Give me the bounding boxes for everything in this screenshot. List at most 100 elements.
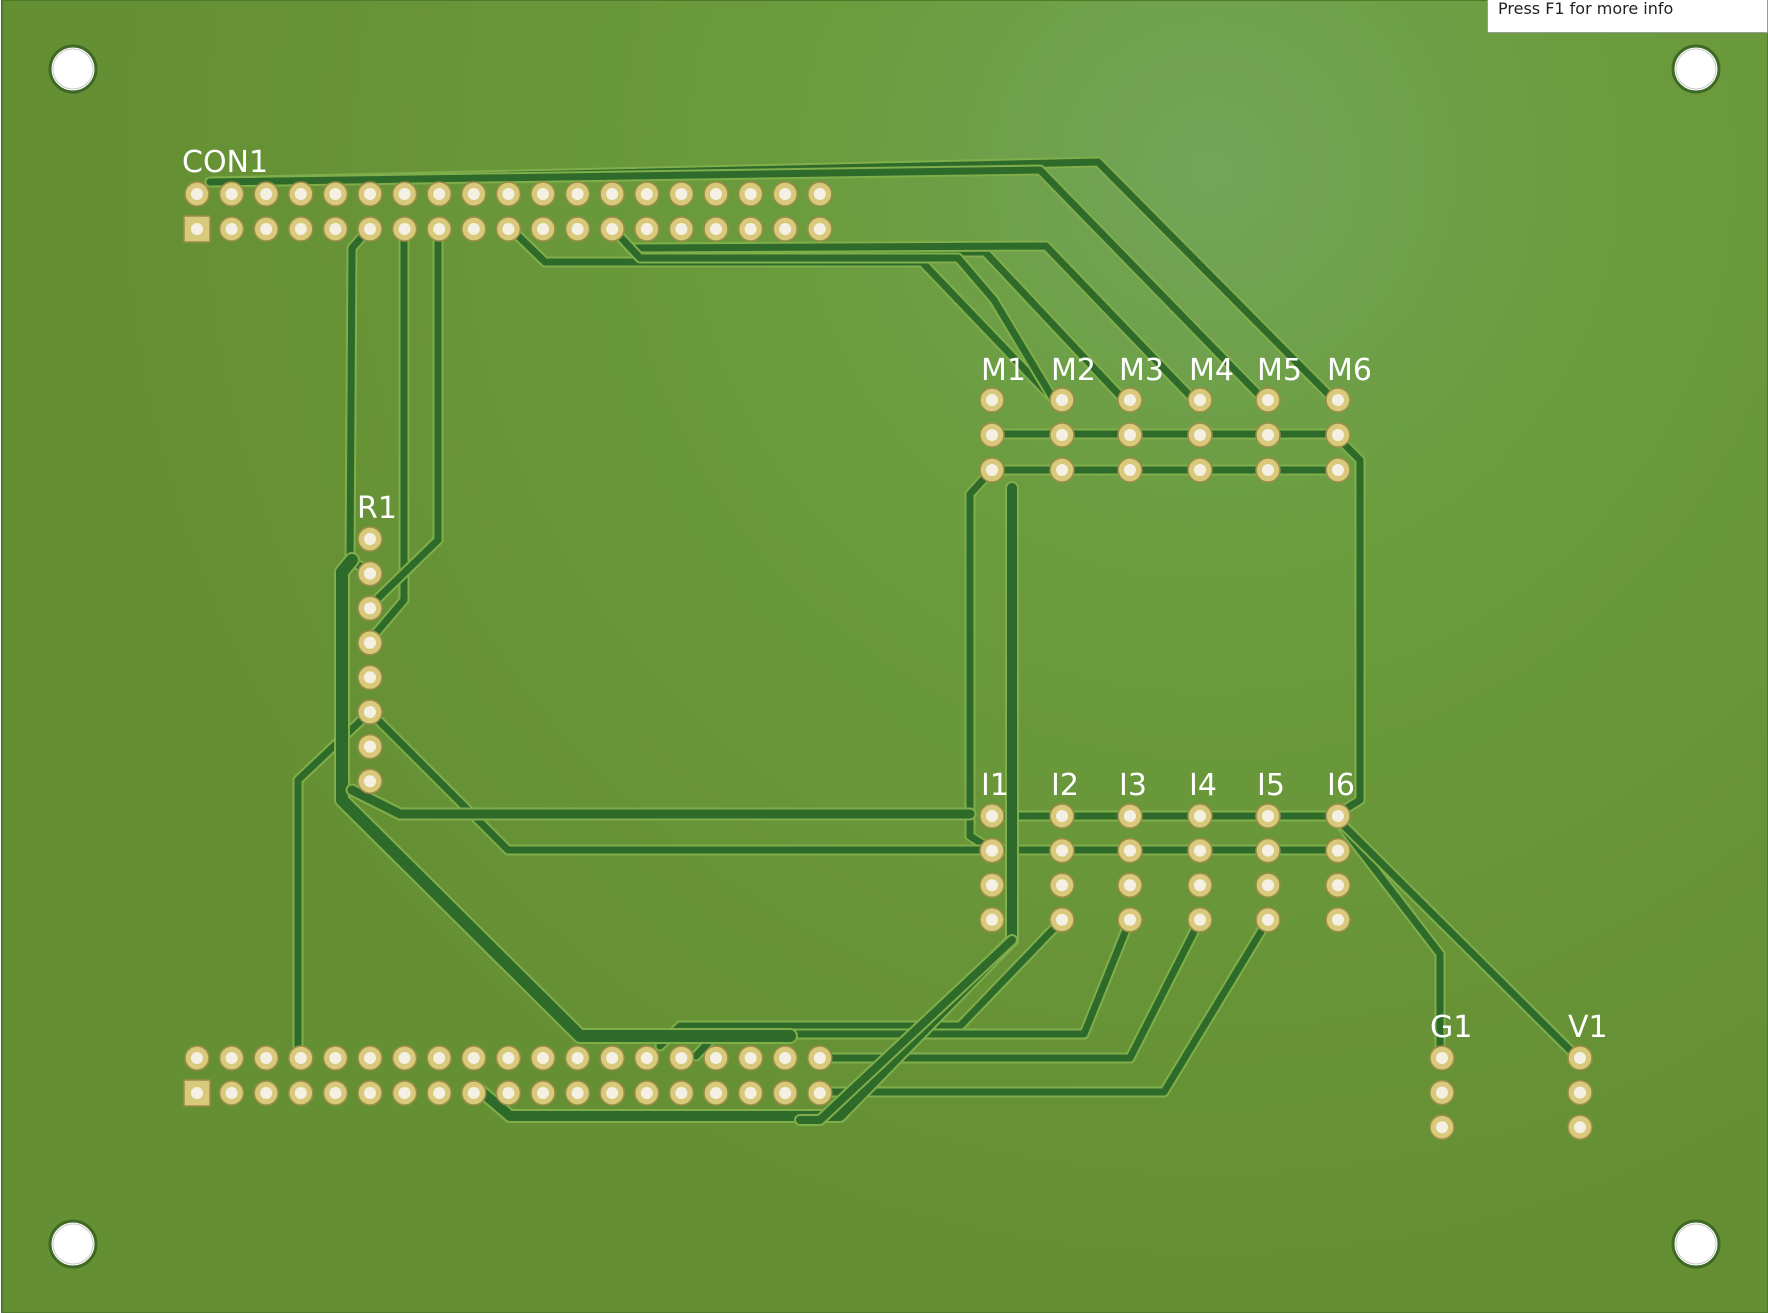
i3-pin-4: [1117, 907, 1143, 933]
con1-pin-1-15: [668, 181, 695, 207]
con2-pin-1-1: [184, 1045, 210, 1071]
con1-pin-1-16: [703, 181, 729, 207]
trace-r1-i-row2: [366, 708, 996, 854]
con2-pin-1-16: [703, 1045, 729, 1071]
m5-label: M5: [1257, 353, 1302, 388]
con2-pin-1-6: [357, 1045, 383, 1071]
m4-pin-1: [1187, 387, 1213, 413]
g1-label: G1: [1430, 1010, 1472, 1045]
r1-pin-1: [357, 526, 383, 552]
r1-pin-2: [357, 560, 383, 587]
mounting-hole-top-right: [1671, 44, 1721, 94]
con1-pin-2-16: [703, 216, 729, 242]
con2-pin-1-11: [530, 1045, 556, 1071]
con1-pin-1-8: [426, 181, 452, 207]
i3-label: I3: [1119, 768, 1147, 803]
con1-pin-2-11: [530, 216, 556, 242]
con2-pin-1-9: [461, 1045, 487, 1071]
m3-pin-2: [1117, 422, 1143, 448]
con2-pin-2-10: [495, 1080, 522, 1106]
mounting-hole-top-left: [48, 44, 98, 94]
copper-pads: [183, 181, 1593, 1140]
con1-pin-2-10: [495, 216, 522, 242]
con1-pin-1-11: [530, 181, 556, 207]
v1-label: V1: [1568, 1010, 1608, 1045]
trace-power-branch: [796, 936, 1016, 1124]
g1-pin-3: [1429, 1114, 1455, 1140]
mounting-holes: [48, 44, 1721, 1269]
m1-pin-3: [979, 457, 1005, 483]
i1-label: I1: [981, 768, 1009, 803]
con2-pin-1-8: [426, 1045, 452, 1071]
con1-pin-2-12: [564, 216, 591, 242]
con1-pin-2-2: [218, 216, 245, 242]
help-tooltip: Press F1 for more info: [1487, 0, 1768, 33]
r1-pin-8: [357, 768, 383, 794]
con1-pin-1-14: [634, 181, 660, 207]
m1-pin-2: [979, 422, 1005, 448]
trace-con1-m5: [206, 166, 1268, 404]
i6-pin-4: [1325, 907, 1351, 933]
m6-pin-3: [1325, 457, 1351, 483]
trace-i5-con2: [814, 916, 1272, 1096]
con1-pin-2-17: [737, 216, 764, 242]
m3-pin-1: [1117, 387, 1143, 413]
r1-pin-4: [357, 630, 383, 656]
con2-pin-1-13: [599, 1045, 625, 1071]
i5-pin-3: [1255, 872, 1281, 898]
con2-pin-2-8: [426, 1080, 452, 1106]
trace-power-right: [477, 483, 1017, 1121]
con2-pin-2-15: [668, 1080, 695, 1106]
i4-pin-3: [1187, 872, 1213, 898]
con2-pin-2-16: [703, 1080, 729, 1106]
i4-pin-1: [1187, 803, 1213, 829]
con1-pin-2-5: [322, 216, 349, 242]
m6-label: M6: [1327, 353, 1372, 388]
con1-pin-2-4: [288, 216, 314, 242]
con2-pin-1-5: [322, 1045, 349, 1071]
r1-pin-7: [357, 733, 383, 760]
trace-i3-con2: [692, 916, 1134, 1060]
con2-pin-1-12: [564, 1045, 591, 1071]
i3-pin-3: [1117, 872, 1143, 898]
r1-pin-3: [357, 595, 383, 621]
i2-label: I2: [1051, 768, 1079, 803]
con1-pin-1-2: [218, 181, 245, 207]
con2-pin-2-17: [737, 1080, 764, 1106]
i6-label: I6: [1327, 768, 1355, 803]
con2-pin-1-17: [737, 1045, 764, 1071]
v1-pin-2: [1567, 1079, 1593, 1106]
i6-pin-3: [1325, 872, 1351, 898]
con1-pin-2-9: [461, 216, 487, 242]
i1-pin-3: [979, 872, 1005, 898]
con1-pin-1-10: [495, 181, 522, 207]
con1-pin-1-4: [288, 181, 314, 207]
i4-pin-4: [1187, 907, 1213, 933]
i5-pin-1: [1255, 803, 1281, 829]
con2-pin-2-1: [183, 1079, 211, 1107]
con2-pin-1-10: [495, 1045, 522, 1071]
con1-pin-2-15: [668, 216, 695, 242]
con1-pin-1-6: [357, 181, 383, 207]
con2-pin-2-6: [357, 1080, 383, 1106]
con2-pin-2-7: [391, 1080, 418, 1106]
i3-pin-2: [1117, 837, 1143, 864]
con1-pin-1-7: [391, 181, 418, 207]
con2-pin-1-3: [253, 1045, 279, 1071]
con2-pin-2-14: [634, 1080, 660, 1106]
con1-pin-2-18: [772, 216, 798, 242]
con2-pin-2-18: [772, 1080, 798, 1106]
con2-pin-2-13: [599, 1080, 625, 1106]
trace-i4-con2: [814, 916, 1204, 1062]
i4-label: I4: [1189, 768, 1217, 803]
mounting-hole-bottom-left: [48, 1219, 98, 1269]
con2-pin-1-4: [288, 1045, 314, 1071]
i1-pin-4: [979, 907, 1005, 933]
trace-r1-i-row1: [347, 785, 975, 819]
m4-pin-3: [1187, 457, 1213, 483]
r1-pin-5: [357, 664, 383, 691]
trace-m-left-down: [966, 466, 996, 854]
con2-pin-2-19: [807, 1080, 833, 1106]
